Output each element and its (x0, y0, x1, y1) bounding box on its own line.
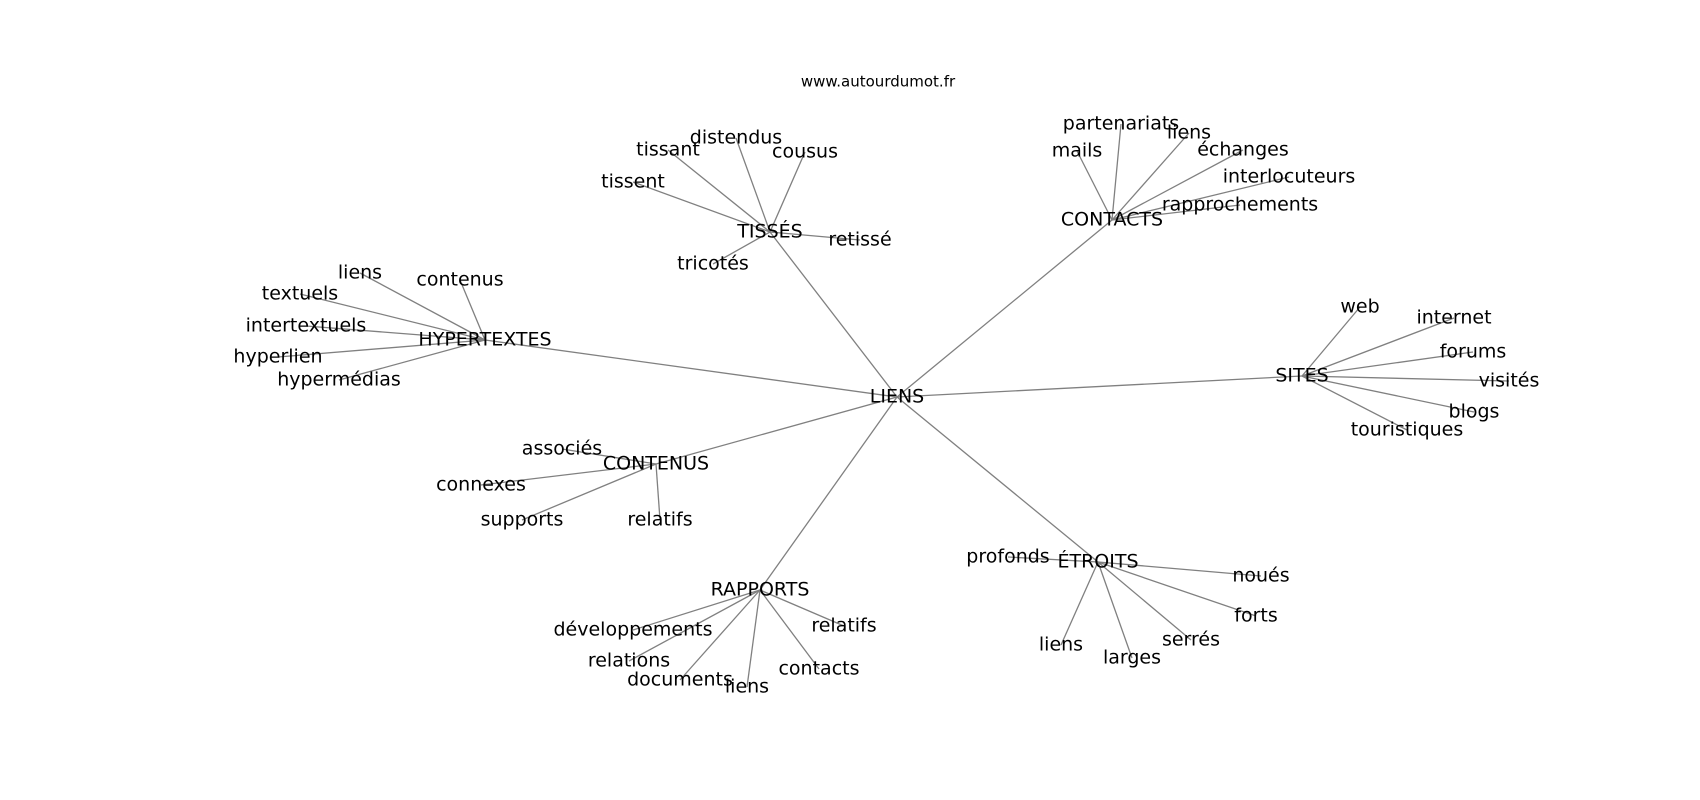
site-url-label: www.autourdumot.fr (801, 73, 956, 91)
leaf-node-hypertextes-contenus: contenus (416, 269, 503, 291)
center-node-liens: LIENS (870, 386, 924, 408)
edge-etroits-liens (1060, 561, 1099, 646)
edge-tisses-tissant (667, 149, 771, 233)
leaf-node-hypertextes-textuels: textuels (262, 283, 338, 305)
edge-center-tisses (769, 231, 898, 398)
edge-etroits-noues (1097, 561, 1262, 577)
edge-sites-web (1301, 306, 1361, 377)
edge-center-hypertextes (484, 339, 898, 398)
leaf-node-sites-touristiques: touristiques (1351, 419, 1464, 441)
edge-contenus-associes (561, 448, 657, 465)
leaf-node-rapports-liens: liens (725, 676, 769, 698)
group-node-contenus: CONTENUS (603, 453, 709, 475)
leaf-node-etroits-noues: noués (1232, 565, 1289, 587)
labels-layer: www.autourdumot.fr LIENSTISSÉSdistendust… (233, 73, 1539, 698)
edge-center-contacts (896, 219, 1113, 398)
leaf-node-etroits-liens: liens (1039, 634, 1083, 656)
leaf-node-contacts-interlocuteurs: interlocuteurs (1223, 166, 1356, 188)
group-node-contacts: CONTACTS (1061, 209, 1163, 231)
edge-contenus-connexes (480, 463, 657, 486)
leaf-node-contenus-relatifs: relatifs (627, 509, 692, 531)
edge-hypertextes-hyperlien (277, 339, 486, 358)
leaf-node-etroits-larges: larges (1103, 647, 1161, 669)
leaf-node-hypertextes-hypermedias: hypermédias (277, 369, 401, 391)
edge-center-etroits (896, 396, 1099, 563)
group-node-rapports: RAPPORTS (711, 579, 810, 601)
leaf-node-sites-visites: visités (1479, 370, 1540, 392)
edge-center-sites (896, 375, 1303, 398)
edge-sites-touristiques (1301, 375, 1408, 431)
leaf-node-rapports-relations: relations (588, 650, 670, 672)
edge-tisses-retisse (769, 231, 861, 241)
edge-rapports-contacts (759, 589, 820, 670)
group-node-hypertextes: HYPERTEXTES (418, 329, 551, 351)
edge-rapports-liens (746, 589, 761, 688)
edges-layer (277, 123, 1510, 688)
edge-sites-internet (1301, 317, 1455, 377)
edge-contenus-relatifs (655, 463, 661, 521)
edge-sites-forums (1301, 351, 1474, 377)
edge-etroits-forts (1097, 561, 1257, 617)
leaf-node-rapports-developpements: développements (554, 619, 713, 641)
edge-contacts-partenariats (1111, 123, 1122, 221)
edge-hypertextes-hypermedias (338, 339, 486, 381)
edge-center-rapports (759, 396, 898, 591)
edge-sites-blogs (1301, 375, 1475, 413)
group-node-etroits: ÉTROITS (1057, 550, 1138, 573)
edge-hypertextes-contenus (459, 279, 486, 341)
leaf-node-tisses-tricotes: tricotés (677, 253, 749, 275)
edge-rapports-developpements (632, 589, 761, 631)
leaf-node-rapports-relatifs: relatifs (811, 615, 876, 637)
leaf-node-contacts-liens: liens (1167, 122, 1211, 144)
leaf-node-hypertextes-hyperlien: hyperlien (233, 346, 322, 368)
edge-contacts-liens (1111, 132, 1190, 221)
leaf-node-etroits-serres: serrés (1162, 629, 1220, 651)
leaf-node-tisses-retisse: retissé (828, 229, 891, 251)
leaf-node-rapports-documents: documents (627, 669, 733, 691)
leaf-node-sites-blogs: blogs (1449, 401, 1500, 423)
leaf-node-tisses-tissent: tissent (601, 171, 665, 193)
edge-etroits-larges (1097, 561, 1133, 659)
leaf-node-tisses-distendus: distendus (690, 127, 782, 149)
edge-tisses-cousus (769, 151, 806, 233)
edge-sites-visites (1301, 375, 1510, 382)
leaf-node-sites-web: web (1340, 296, 1379, 318)
group-node-tisses: TISSÉS (736, 220, 802, 243)
edge-etroits-serres (1097, 561, 1192, 641)
edge-contacts-interlocuteurs (1111, 176, 1290, 221)
edge-hypertextes-textuels (299, 293, 486, 341)
leaf-node-hypertextes-liens: liens (338, 262, 382, 284)
leaf-node-etroits-profonds: profonds (966, 546, 1049, 568)
edge-rapports-relatifs (759, 589, 845, 627)
leaf-node-contenus-associes: associés (522, 438, 602, 460)
leaf-node-etroits-forts: forts (1234, 605, 1277, 627)
leaf-node-contenus-supports: supports (481, 509, 564, 531)
edge-etroits-profonds (1007, 556, 1099, 563)
edge-contacts-echanges (1111, 149, 1244, 221)
edge-tisses-tissent (632, 181, 771, 233)
edge-contenus-supports (521, 463, 657, 521)
leaf-node-sites-internet: internet (1416, 307, 1491, 329)
edge-contacts-rapprochements (1111, 204, 1241, 221)
edge-tisses-tricotes (712, 231, 771, 265)
edge-rapports-documents (679, 589, 761, 681)
leaf-node-hypertextes-intertextuels: intertextuels (246, 315, 367, 337)
leaf-node-sites-forums: forums (1440, 341, 1507, 363)
leaf-node-contacts-rapprochements: rapprochements (1162, 194, 1318, 216)
edge-center-contenus (655, 396, 898, 465)
edge-hypertextes-intertextuels (305, 325, 486, 341)
leaf-node-tisses-cousus: cousus (772, 141, 838, 163)
leaf-node-contacts-mails: mails (1052, 140, 1103, 162)
leaf-node-contacts-partenariats: partenariats (1063, 113, 1179, 135)
edge-tisses-distendus (735, 137, 771, 233)
group-node-sites: SITES (1275, 365, 1328, 387)
edge-rapports-relations (628, 589, 761, 662)
edge-hypertextes-liens (359, 272, 486, 341)
leaf-node-contenus-connexes: connexes (436, 474, 526, 496)
leaf-node-tisses-tissant: tissant (636, 139, 700, 161)
leaf-node-rapports-contacts: contacts (778, 658, 859, 680)
leaf-node-contacts-echanges: échanges (1197, 139, 1289, 161)
edge-contacts-mails (1076, 150, 1113, 221)
